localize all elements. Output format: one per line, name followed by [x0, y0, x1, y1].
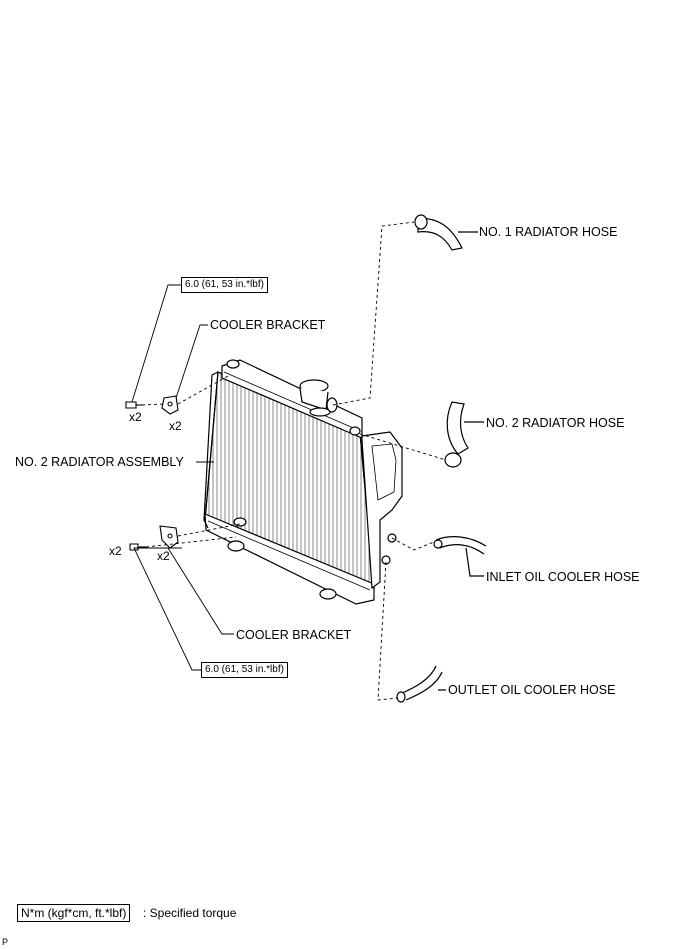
label-no1-radiator-hose: NO. 1 RADIATOR HOSE	[479, 225, 618, 239]
legend-description: : Specified torque	[143, 906, 237, 920]
no2-radiator-hose-drawing	[444, 401, 484, 468]
corner-mark: P	[2, 937, 9, 947]
label-inlet-oil-cooler-hose: INLET OIL COOLER HOSE	[486, 570, 640, 584]
label-outlet-oil-cooler-hose: OUTLET OIL COOLER HOSE	[448, 683, 616, 697]
label-cooler-bracket-lower: COOLER BRACKET	[236, 628, 352, 642]
torque-spec-upper: 6.0 (61, 53 in.*lbf)	[181, 277, 268, 293]
legend-torque-unit: N*m (kgf*cm, ft.*lbf)	[17, 904, 131, 922]
outlet-oil-cooler-hose-drawing	[396, 665, 446, 703]
no1-radiator-hose-drawing	[414, 214, 478, 251]
qty-lower-bracket: x2	[157, 549, 170, 563]
label-no2-radiator-hose: NO. 2 RADIATOR HOSE	[486, 416, 625, 430]
dashed-guide-lines	[141, 221, 447, 701]
torque-spec-lower: 6.0 (61, 53 in.*lbf)	[201, 662, 288, 678]
qty-upper-bolt: x2	[129, 410, 142, 424]
label-cooler-bracket-upper: COOLER BRACKET	[210, 318, 326, 332]
lower-cooler-bracket-drawing	[129, 525, 179, 551]
upper-cooler-bracket-drawing	[125, 395, 179, 415]
qty-upper-bracket: x2	[169, 419, 182, 433]
qty-lower-bolt: x2	[109, 544, 122, 558]
leader-lines	[131, 284, 234, 671]
inlet-oil-cooler-hose-drawing	[433, 536, 487, 577]
radiator-assembly-drawing	[203, 359, 403, 605]
label-no2-radiator-assembly: NO. 2 RADIATOR ASSEMBLY	[15, 455, 184, 469]
